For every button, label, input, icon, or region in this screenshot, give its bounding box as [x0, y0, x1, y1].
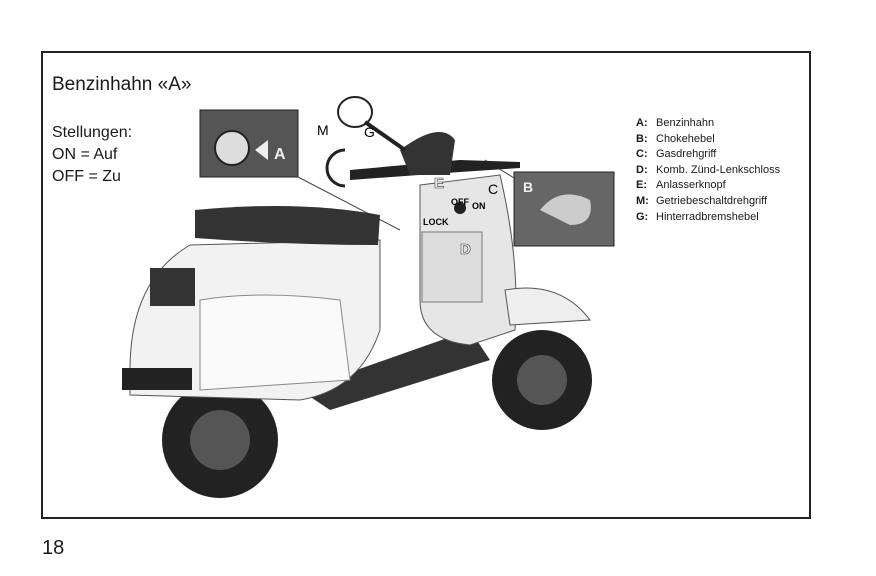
legend-item: G:Hinterradbremshebel [636, 210, 759, 223]
svg-text:ON: ON [472, 201, 486, 211]
position-on: ON = Auf [52, 146, 118, 163]
legend-item: M:Getriebeschaltdrehgriff [636, 194, 768, 207]
svg-text:OFF: OFF [451, 197, 469, 207]
svg-text:C: C [488, 181, 498, 197]
legend-item: C:Gasdrehgriff [636, 148, 717, 161]
svg-text:D: D [460, 241, 471, 258]
section-title: Benzinhahn «A» [52, 74, 192, 95]
legend-item: A:Benzinhahn [636, 117, 715, 129]
positions-heading: Stellungen: [52, 124, 133, 141]
svg-text:E: E [434, 175, 444, 192]
svg-text:B: B [523, 179, 533, 195]
svg-text:G: G [364, 124, 375, 140]
parts-legend: A:Benzinhahn B:Chokehebel C:Gasdrehgriff… [636, 116, 780, 225]
positions-text: Stellungen: ON = Auf OFF = Zu [52, 122, 132, 188]
svg-text:A: A [274, 146, 286, 163]
page-number: 18 [42, 537, 65, 559]
legend-item: D:Komb. Zünd-Lenkschloss [636, 163, 781, 176]
svg-text:LOCK: LOCK [423, 217, 449, 227]
legend-item: B:Chokehebel [636, 132, 715, 145]
legend-item: E:Anlasserknopf [636, 179, 726, 192]
svg-text:M: M [317, 122, 329, 138]
figure-frame [41, 51, 811, 519]
position-off: OFF = Zu [52, 168, 121, 185]
